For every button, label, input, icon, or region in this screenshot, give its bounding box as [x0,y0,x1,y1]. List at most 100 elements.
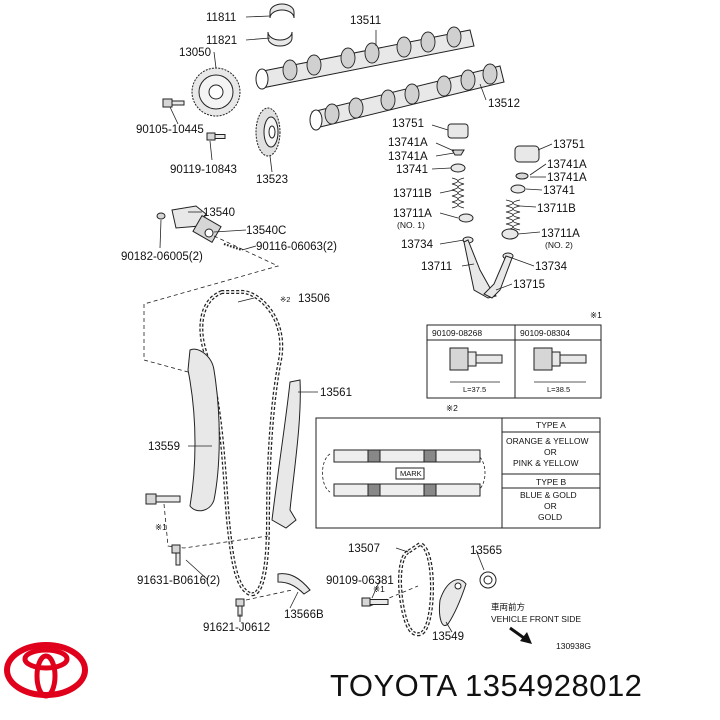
bolt-table-len1: L=37.5 [463,385,486,394]
leaders-tensioner [159,211,257,251]
leaders-chain [188,297,318,447]
label-13506-ref: ※2 [280,295,290,304]
leaders-valves [431,124,553,291]
tensioner-13540 [156,205,243,252]
bolt-table-text: ※1 90109-08268 90109-08304 L=37.5 L=38.5 [432,310,602,394]
label-13559: 13559 [148,441,180,453]
toyota-logo [4,642,88,699]
label-90105-10445: 90105-10445 [136,124,204,136]
chain-type-a-line2: OR [544,447,557,457]
bolt-90109-06381 [361,597,389,607]
bolt-91621-j0612 [235,598,245,617]
label-13506: 13506 [298,293,330,305]
label-13741-left: 13741 [396,164,428,176]
label-13741a-right-2: 13741A [547,172,587,184]
label-13511: 13511 [350,15,381,27]
chain-type-b: TYPE B [536,477,567,487]
chain-mark-label: MARK [400,469,422,478]
chain-type-b-line2: OR [544,501,557,511]
label-13050: 13050 [179,47,211,59]
bolt-table-len2: L=38.5 [547,385,570,394]
chain-type-a-line1: ORANGE & YELLOW [506,436,589,446]
chain-type-table [315,417,601,529]
label-13711b-left: 13711B [393,188,432,200]
chain-type-b-line1: BLUE & GOLD [520,490,577,500]
label-91621-j0612: 91621-J0612 [203,622,270,634]
label-90116-06063: 90116-06063(2) [256,241,337,253]
chain-table-text: ※2 MARK TYPE A ORANGE & YELLOW OR PINK &… [400,403,589,522]
label-13715: 13715 [513,279,545,291]
label-13741a-right-1: 13741A [547,159,587,171]
spring-13565 [479,571,497,589]
label-13734-right: 13734 [535,261,568,273]
label-13734-left: 13734 [401,239,434,251]
label-star1-left: ※1 [155,522,167,532]
brand-name: TOYOTA [330,668,456,703]
chain-guide-13559 [187,348,220,512]
sprocket-13523 [255,107,281,157]
vehicle-front-jp: 車両前方 [491,602,525,612]
label-13741a-left-1: 13741A [388,137,428,149]
label-91631-b0616: 91631-B0616(2) [137,575,220,587]
bolt-table-col2: 90109-08304 [520,328,570,338]
bolt-90119-10843 [206,132,226,141]
label-90119-10843: 90119-10843 [170,164,237,176]
label-13507: 13507 [348,543,380,555]
drawing-code: 130938G [556,641,591,651]
label-13561: 13561 [320,387,352,399]
label-13565: 13565 [470,545,502,557]
damper-13566b [277,573,311,595]
label-13711-left: 13711 [421,261,452,273]
camshaft-13511 [255,26,475,90]
camshaft-13512 [309,63,505,131]
tensioner-arm-13549 [439,579,467,626]
chain-mark-drawing [322,449,486,497]
label-no1: (NO. 1) [397,220,425,230]
vvt-gear-13050 [191,67,241,117]
chain-type-a: TYPE A [536,420,566,430]
label-13512: 13512 [488,98,520,110]
bolt-90105-10445 [162,98,185,108]
label-90109-06381: 90109-06381 [326,575,394,587]
label-11821: 11821 [206,35,237,47]
label-13751-right: 13751 [553,139,585,151]
leaders-bottom [185,547,485,633]
valve-train-left [447,123,497,299]
label-no2: (NO. 2) [545,240,573,250]
chain-type-a-line3: PINK & YELLOW [513,458,579,468]
label-13540: 13540 [203,207,235,219]
label-13523: 13523 [256,174,288,186]
label-13741a-left-2: 13741A [388,151,428,163]
leaders-top [169,15,487,173]
bolt-table-col1: 90109-08268 [432,328,482,338]
bolt-91631-b0616 [171,544,181,566]
bearing-cap-11811 [269,3,295,19]
vehicle-front-en: VEHICLE FRONT SIDE [491,614,581,624]
label-13741-right: 13741 [543,185,575,197]
label-13751-left: 13751 [392,118,424,130]
label-90182-06005: 90182-06005(2) [121,251,203,263]
part-labels: 11811 11821 13050 13511 13512 90105-1044… [121,12,587,643]
bolt-diagram-2 [533,347,587,383]
valve-train-right [483,145,540,299]
bolt-table-ref: ※1 [590,310,602,320]
chain-table-ref: ※2 [446,403,458,413]
bolt-diagram-1 [449,347,503,383]
vehicle-front-arrow [509,626,532,644]
label-13711a-left: 13711A [393,208,432,220]
bearing-cap-11821 [267,31,293,47]
part-number: 1354928012 [465,668,643,703]
label-13549: 13549 [432,631,464,643]
chain-guide-13561 [271,379,301,529]
label-13566b: 13566B [284,609,324,621]
label-13711b-right: 13711B [537,203,576,215]
label-11811: 11811 [206,12,236,24]
label-13540c: 13540C [246,225,286,237]
bolt-star1 [145,493,181,505]
chain-type-b-line3: GOLD [538,512,562,522]
label-13711a-right: 13711A [541,228,580,240]
brand-part-number-caption: TOYOTA 1354928012 [330,668,642,704]
bolt-length-table [426,324,602,399]
label-star1-bottom: ※1 [373,584,385,594]
